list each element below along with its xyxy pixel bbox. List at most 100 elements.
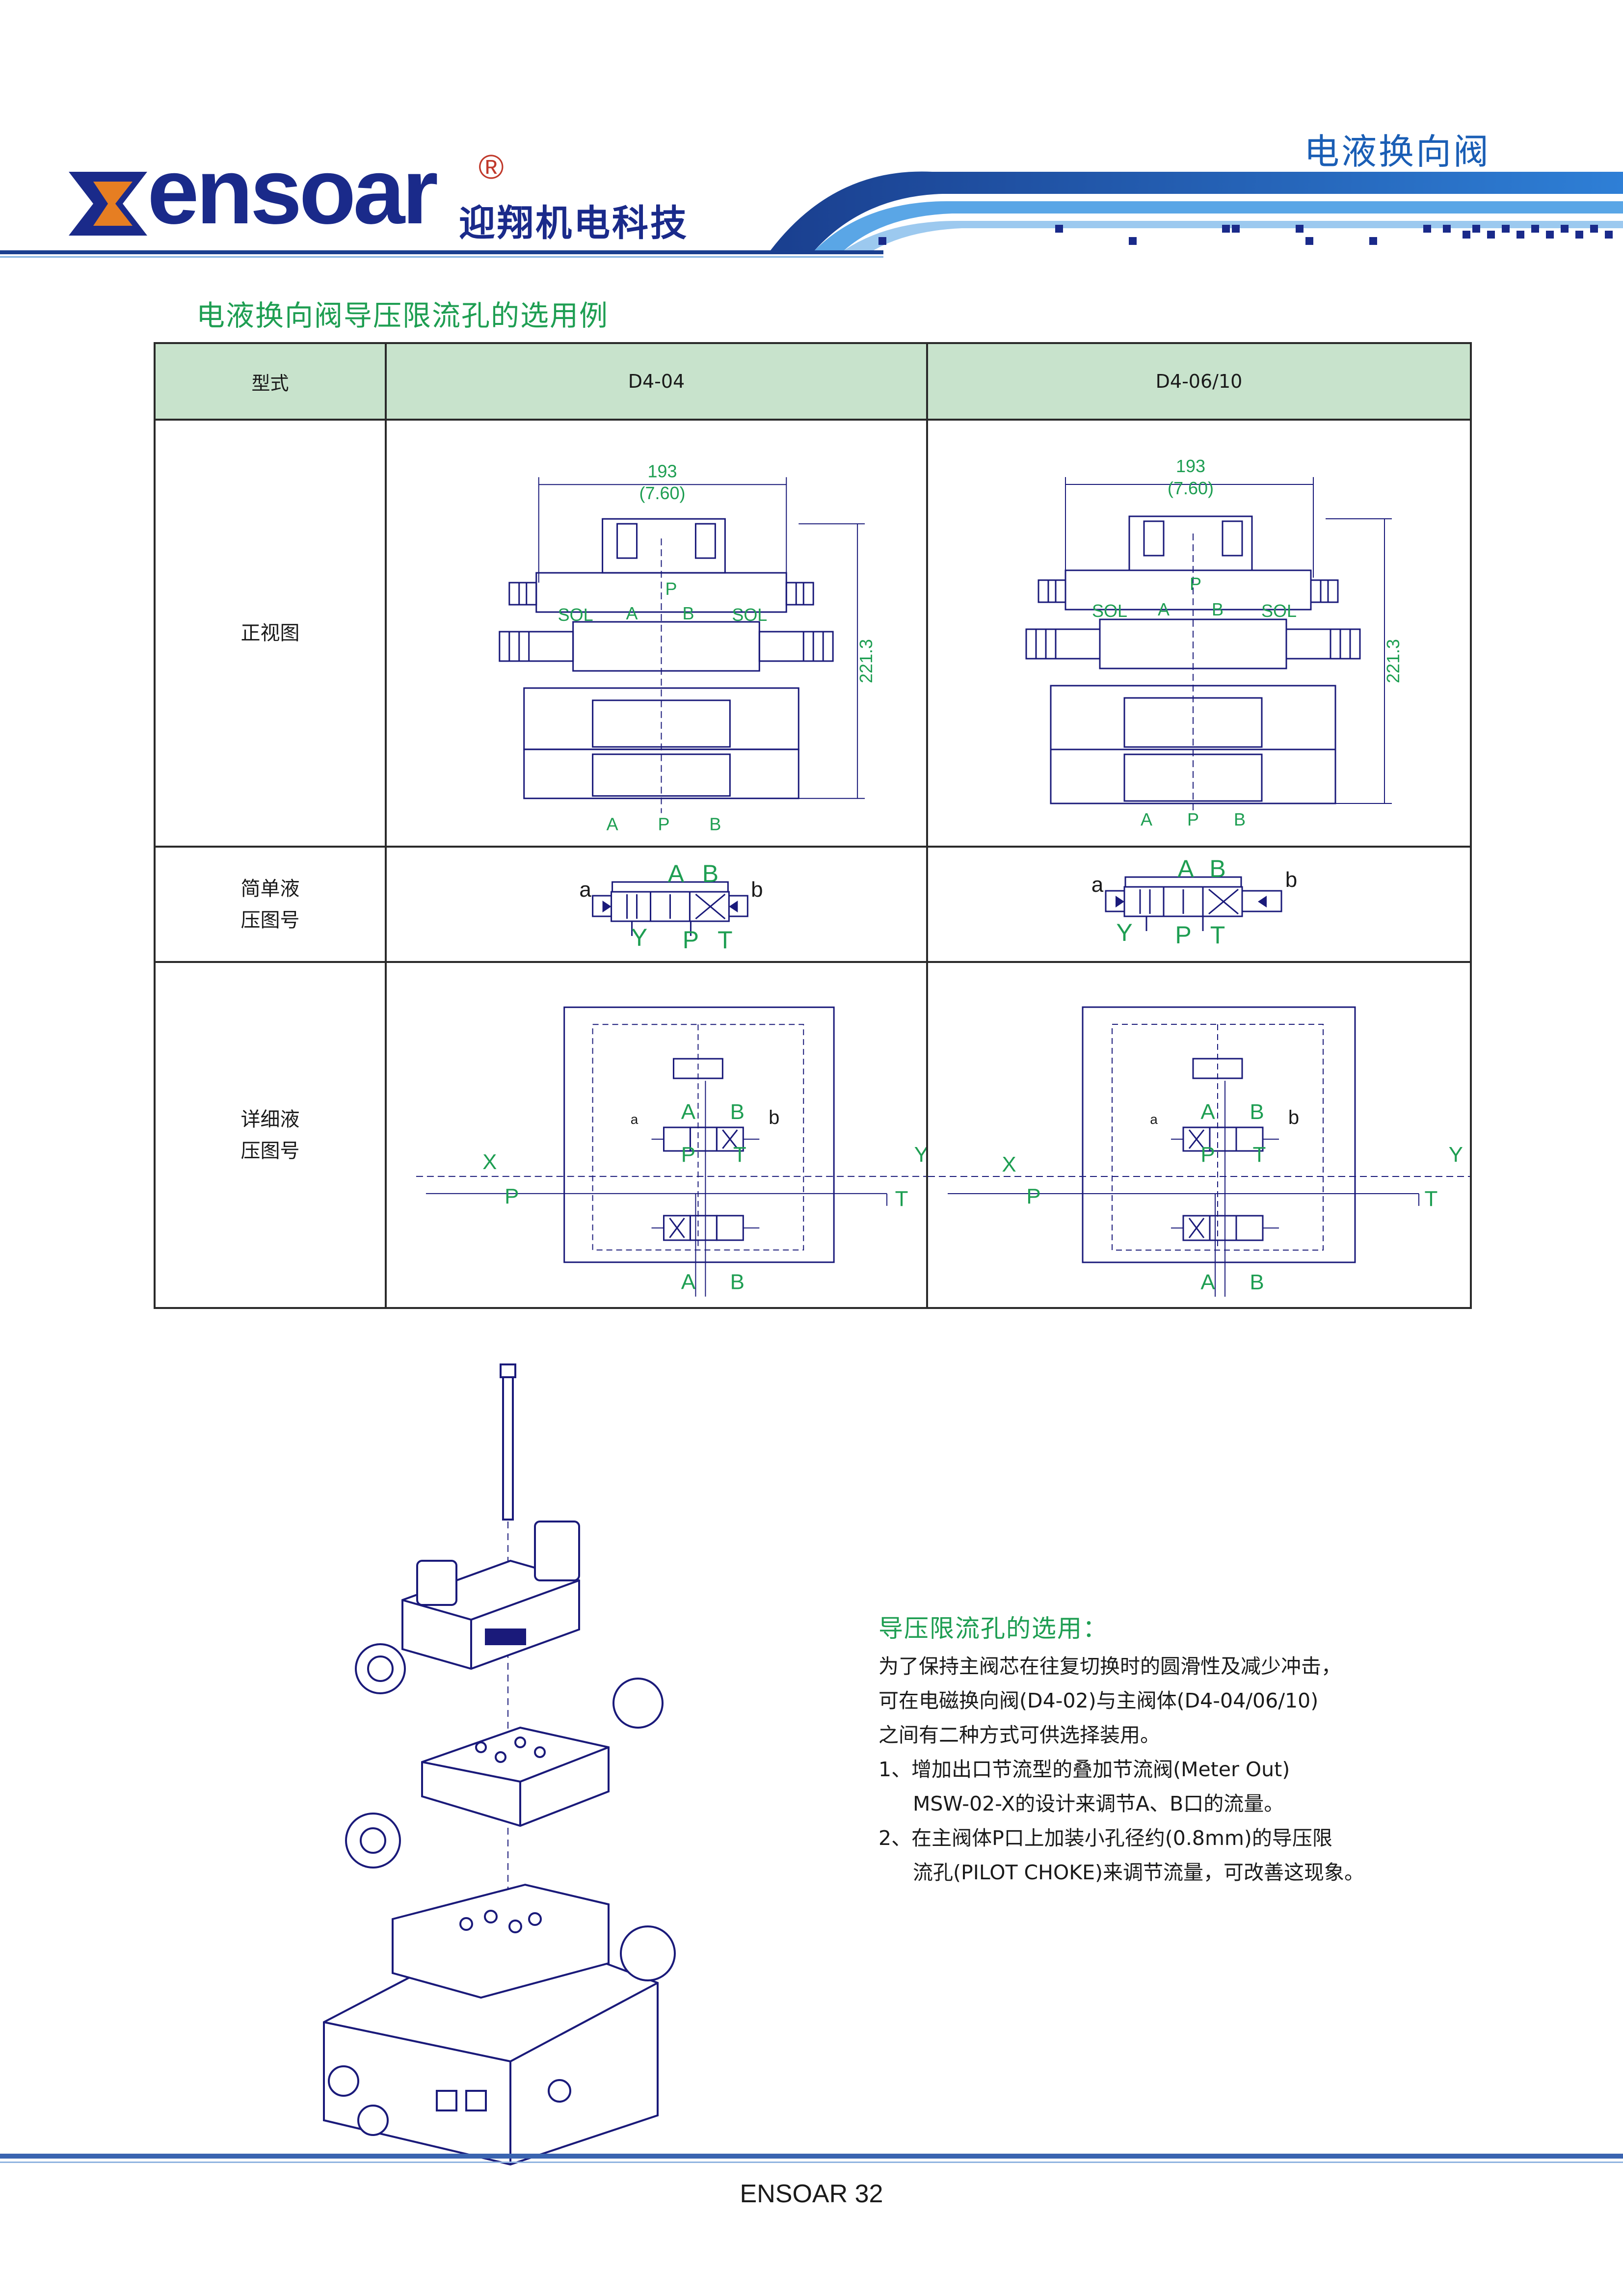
main-port-a: A [607, 814, 618, 834]
detail-symbol-drawing: X Y P T A B P T A B a b [416, 1006, 926, 1297]
symbol-T: T [718, 926, 733, 954]
symbol-b: b [1285, 868, 1297, 892]
front-view-d4-06-10: 193 (7.60) 221.3 P SOL SOL A B A P B [926, 419, 1472, 848]
front-view-drawing: 193 (7.60) 221.3 P SOL SOL A B A P B [1025, 456, 1403, 829]
row-label-line-1: 简单液 [240, 877, 300, 900]
pilot-port-t: T [733, 1143, 746, 1167]
section-title: 电液换向阀导压限流孔的选用例 [196, 299, 609, 332]
row-label-line-1: 详细液 [240, 1108, 300, 1131]
pilot-port-p: P [1190, 574, 1201, 594]
header-banner [0, 171, 1623, 258]
col-header-type: 型式 [154, 342, 387, 421]
logo-registered-mark: ® [479, 148, 504, 186]
front-view-drawing: 193 (7.60) 221.3 P SOL SOL A B A P B [499, 461, 876, 834]
selection-line-4: 1、增加出口节流型的叠加节流阀(Meter Out) [878, 1758, 1290, 1781]
width-mm-label: 193 [647, 461, 677, 481]
detail-port-y: Y [1449, 1143, 1463, 1167]
selection-line-5: MSW-02-X的设计来调节A、B口的流量。 [913, 1792, 1284, 1815]
page-title: 电液换向阀 [1304, 131, 1490, 172]
selection-line-3: 之间有二种方式可供选择装用。 [878, 1723, 1160, 1747]
symbol-a: a [579, 878, 591, 902]
detail-port-p: P [505, 1184, 519, 1208]
main-port-a: A [681, 1270, 696, 1294]
main-port-p: P [1187, 809, 1199, 829]
row-label-line-2: 压图号 [240, 908, 300, 932]
pilot-port-b: B [730, 1100, 745, 1124]
pilot-port-p: P [681, 1143, 695, 1167]
detail-symbol-d4-06-10: X Y P T A B P T A B a b [926, 961, 1472, 1309]
logo-company-name: 迎翔机电科技 [459, 202, 689, 244]
symbol-A: A [1177, 855, 1194, 882]
detail-symbol-drawing: X Y P T A B P T A B a b [928, 1006, 1470, 1297]
exploded-valve-illustration [323, 1363, 676, 2169]
pilot-sol-a: a [1150, 1112, 1158, 1127]
sol-a-label: SOL [558, 605, 593, 625]
selection-line-1: 为了保持主阀芯在往复切换时的圆滑性及减少冲击， [878, 1655, 1341, 1678]
simple-symbol-d4-06-10: a b A B Y P T [926, 846, 1472, 963]
pilot-port-b: B [682, 603, 694, 623]
row-label-simple-symbol: 简单液 压图号 [154, 846, 387, 963]
footer-rule [0, 2154, 1623, 2159]
logo-wordmark: ensoar [147, 139, 438, 243]
pilot-port-a: A [681, 1100, 696, 1124]
detail-symbol-d4-04: X Y P T A B P T A B a b [385, 961, 928, 1309]
symbol-P: P [1175, 921, 1191, 949]
symbol-A: A [668, 860, 685, 887]
orifice-selection-table: 型式 D4-04 D4-06/10 正视图 [154, 342, 1472, 1309]
row-label-detail-symbol: 详细液 压图号 [154, 961, 387, 1309]
detail-port-x: X [482, 1150, 497, 1174]
width-inch-label: (7.60) [639, 483, 686, 503]
pilot-sol-a: a [631, 1112, 639, 1127]
height-mm-label: 221.3 [1383, 639, 1403, 683]
logo-mark [69, 172, 147, 236]
symbol-a: a [1091, 873, 1104, 897]
selection-line-6: 2、在主阀体P口上加装小孔径约(0.8mm)的导压限 [878, 1826, 1332, 1850]
detail-port-t: T [895, 1187, 908, 1211]
main-port-b: B [709, 814, 721, 834]
pilot-sol-b: b [1288, 1107, 1299, 1128]
pilot-port-a: A [1158, 599, 1170, 619]
pilot-port-p: P [665, 579, 677, 599]
sol-b-label: SOL [732, 605, 767, 625]
page-number: ENSOAR 32 [740, 2180, 883, 2208]
front-view-d4-04: 193 (7.60) 221.3 P SOL SOL A B A P B [385, 419, 928, 848]
symbol-Y: Y [1116, 919, 1132, 946]
col-header-d4-04: D4-04 [385, 342, 928, 421]
pilot-port-b: B [1250, 1100, 1264, 1124]
sol-a-label: SOL [1092, 601, 1127, 621]
symbol-b: b [751, 878, 763, 902]
col-header-d4-06-10: D4-06/10 [926, 342, 1472, 421]
selection-line-7: 流孔(PILOT CHOKE)来调节流量，可改善这现象。 [913, 1861, 1365, 1884]
pilot-sol-b: b [769, 1107, 779, 1128]
row-label-front-view: 正视图 [154, 419, 387, 848]
symbol-P: P [683, 926, 699, 954]
symbol-B: B [702, 860, 718, 887]
pilot-port-b: B [1212, 599, 1224, 619]
pilot-port-a: A [626, 603, 638, 623]
row-label-text: 正视图 [240, 622, 300, 644]
main-port-b: B [730, 1270, 745, 1294]
selection-line-2: 可在电磁换向阀(D4-02)与主阀体(D4-04/06/10) [878, 1689, 1319, 1712]
simple-symbol-drawing: a b A B Y P T [1091, 855, 1297, 949]
pilot-port-p: P [1200, 1143, 1215, 1167]
simple-symbol-d4-04: a b A B Y P T [385, 846, 928, 963]
detail-port-t: T [1425, 1187, 1438, 1211]
detail-port-p: P [1026, 1184, 1040, 1208]
selection-title: 导压限流孔的选用： [878, 1614, 1108, 1643]
symbol-Y: Y [631, 924, 647, 951]
main-port-b: B [1234, 809, 1246, 829]
detail-port-y: Y [914, 1143, 926, 1167]
footer-rule-thin [0, 2162, 1623, 2163]
detail-port-x: X [1002, 1152, 1016, 1176]
height-mm-label: 221.3 [856, 639, 876, 683]
symbol-T: T [1210, 921, 1225, 949]
main-port-a: A [1141, 809, 1152, 829]
main-port-b: B [1250, 1270, 1264, 1294]
symbol-B: B [1209, 855, 1225, 882]
sol-b-label: SOL [1261, 601, 1297, 621]
main-port-a: A [1200, 1270, 1215, 1294]
width-inch-label: (7.60) [1168, 478, 1214, 498]
main-port-p: P [658, 814, 669, 834]
simple-symbol-drawing: a b A B Y P T [579, 860, 763, 954]
pilot-port-t: T [1253, 1143, 1266, 1167]
